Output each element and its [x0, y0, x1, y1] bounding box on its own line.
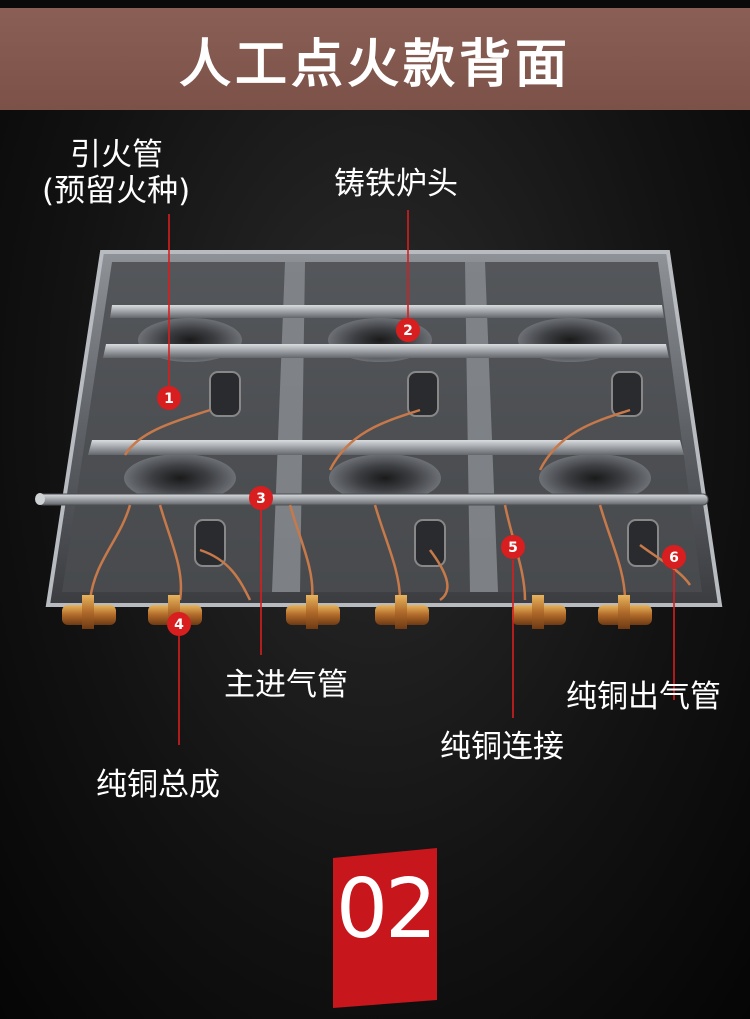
callout-marker-1: 1	[157, 386, 181, 410]
callout-label-1-line1: 引火管	[70, 137, 163, 173]
callout-label-4: 纯铜总成	[96, 767, 220, 803]
marker-5-number: 5	[508, 540, 518, 556]
title-banner: 人工点火款背面	[0, 8, 750, 110]
callout-label-6: 纯铜出气管	[566, 679, 721, 715]
callout-marker-6: 6	[662, 545, 686, 569]
callout-marker-2: 2	[396, 318, 420, 342]
section-number: 02	[335, 862, 437, 957]
marker-3-number: 3	[256, 491, 266, 507]
top-strip	[0, 0, 750, 8]
main-gas-pipe	[35, 493, 709, 506]
support-bars	[88, 305, 684, 455]
marker-1-number: 1	[164, 391, 174, 407]
copper-tubes	[88, 408, 692, 602]
callout-label-2: 铸铁炉头	[334, 166, 458, 202]
marker-6-number: 6	[669, 550, 679, 566]
callout-label-3: 主进气管	[224, 667, 348, 703]
callout-marker-3: 3	[249, 486, 273, 510]
section-number-badge: 02	[333, 848, 437, 1008]
brass-valves	[62, 595, 652, 629]
callout-marker-5: 5	[501, 535, 525, 559]
callout-marker-4: 4	[167, 612, 191, 636]
callout-label-1-line2: (预留火种)	[42, 173, 191, 209]
pointer-lines	[168, 210, 675, 745]
page-title: 人工点火款背面	[178, 34, 571, 95]
marker-4-number: 4	[174, 617, 184, 633]
marker-2-number: 2	[403, 323, 413, 339]
callout-label-5: 纯铜连接	[440, 729, 564, 765]
